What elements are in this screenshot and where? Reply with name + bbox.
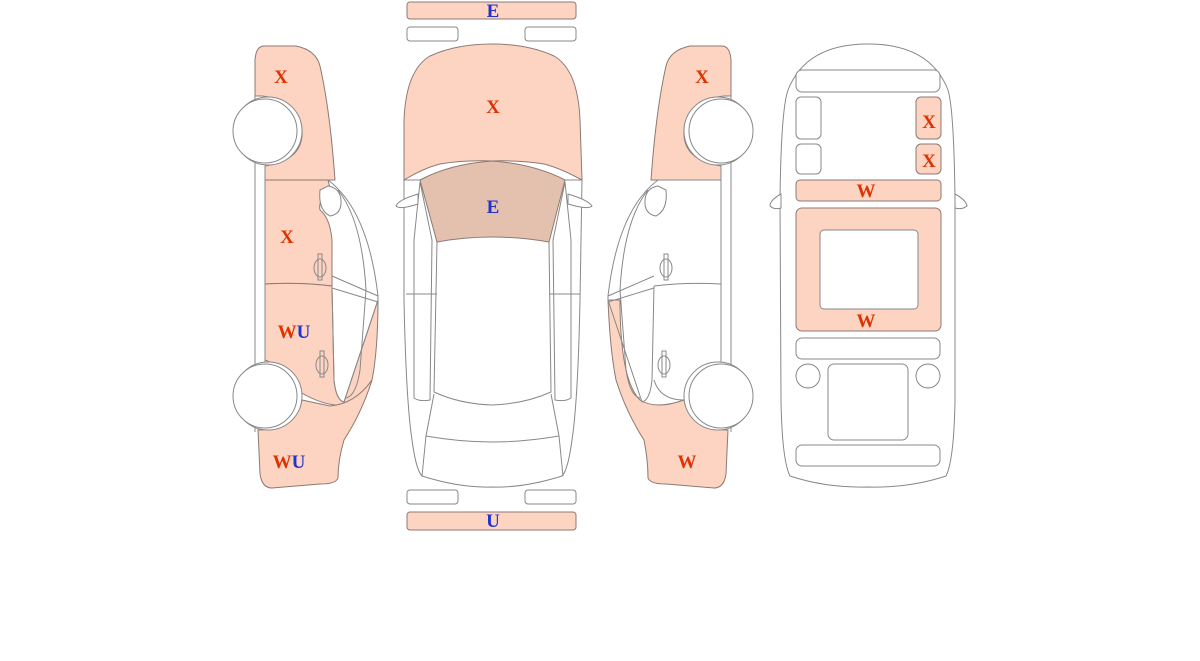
left-pillar-line-2	[331, 287, 379, 303]
interior-right-rear-mount[interactable]	[915, 363, 941, 389]
right-rear-door-handle[interactable]	[657, 350, 671, 378]
top-rear-light-right[interactable]	[524, 489, 577, 505]
mark-top-rear-bumper: U	[486, 511, 500, 532]
interior-view: X X W W	[769, 43, 968, 488]
right-rear-quarter[interactable]	[607, 299, 729, 489]
interior-right-mirror[interactable]	[954, 193, 968, 210]
mark-interior-right-upper-panel-2: X	[922, 151, 936, 172]
top-view: E X E U	[395, 1, 593, 532]
top-rear-light-left[interactable]	[406, 489, 459, 505]
left-pillar-line	[331, 275, 379, 297]
mark-right-rear-quarter: W	[678, 452, 697, 473]
top-left-pillar	[413, 181, 433, 402]
mark-left-front-door: X	[280, 227, 294, 248]
right-pillar-line-2	[607, 287, 655, 303]
right-front-door-handle[interactable]	[659, 253, 673, 281]
interior-left-mirror[interactable]	[769, 193, 782, 210]
top-rear-bumper[interactable]	[406, 511, 577, 531]
mark-top-hood: X	[486, 97, 500, 118]
mark-top-windshield: E	[487, 197, 500, 218]
top-rear-glass	[425, 393, 560, 443]
left-front-wheel[interactable]	[232, 98, 298, 164]
mark-top-front-bumper: E	[487, 1, 500, 22]
interior-left-rear-mount[interactable]	[795, 363, 821, 389]
top-trunk-left	[421, 435, 427, 477]
right-mirror	[644, 185, 667, 217]
mark-interior-cross-panel: W	[857, 181, 876, 202]
right-front-wheel[interactable]	[688, 98, 754, 164]
left-rear-wheel[interactable]	[232, 363, 298, 429]
left-mirror	[319, 185, 342, 217]
mark-left-rear-quarter: WU	[273, 452, 306, 473]
right-door-bottom	[653, 379, 685, 401]
interior-floor-opening	[819, 229, 919, 310]
mark-interior-floor-panel: W	[857, 311, 876, 332]
interior-right-upper-panel-1[interactable]	[915, 96, 942, 140]
top-left-mirror[interactable]	[395, 193, 419, 209]
left-rear-quarter[interactable]	[257, 379, 373, 489]
top-windshield[interactable]	[419, 160, 566, 243]
mark-interior-right-upper-panel-1: X	[922, 112, 936, 133]
right-side-view: X W	[607, 45, 754, 489]
mark-left-rear-door: WU	[278, 322, 311, 343]
left-rear-door-handle[interactable]	[315, 350, 329, 378]
interior-left-upper-panel-1[interactable]	[795, 96, 822, 140]
interior-cross-panel[interactable]	[795, 179, 942, 202]
top-front-light-right[interactable]	[524, 26, 577, 42]
top-front-bumper[interactable]	[406, 1, 577, 20]
right-window-inner	[619, 189, 649, 399]
left-side-view: X X WU WU	[232, 45, 379, 489]
top-roof	[433, 241, 552, 406]
top-front-light-left[interactable]	[406, 26, 459, 42]
right-pillar-line	[607, 275, 655, 297]
mark-left-front-fender: X	[274, 67, 288, 88]
top-hood[interactable]	[403, 43, 583, 181]
top-right-mirror[interactable]	[567, 193, 593, 209]
left-front-door-handle[interactable]	[313, 253, 327, 281]
left-window-inner	[337, 189, 367, 399]
top-right-pillar	[552, 181, 572, 402]
interior-rear-cross-panel[interactable]	[795, 337, 941, 360]
interior-trunk-floor[interactable]	[827, 363, 909, 441]
interior-rear-panel[interactable]	[795, 444, 941, 467]
right-door-split	[653, 282, 722, 287]
top-body-outline	[403, 179, 583, 488]
top-trunk-right	[558, 435, 564, 477]
right-rear-wheel[interactable]	[688, 363, 754, 429]
mark-right-front-fender: X	[695, 67, 709, 88]
interior-left-upper-panel-2[interactable]	[795, 143, 822, 175]
interior-dash-panel[interactable]	[795, 69, 941, 93]
interior-right-upper-panel-2[interactable]	[915, 143, 942, 175]
